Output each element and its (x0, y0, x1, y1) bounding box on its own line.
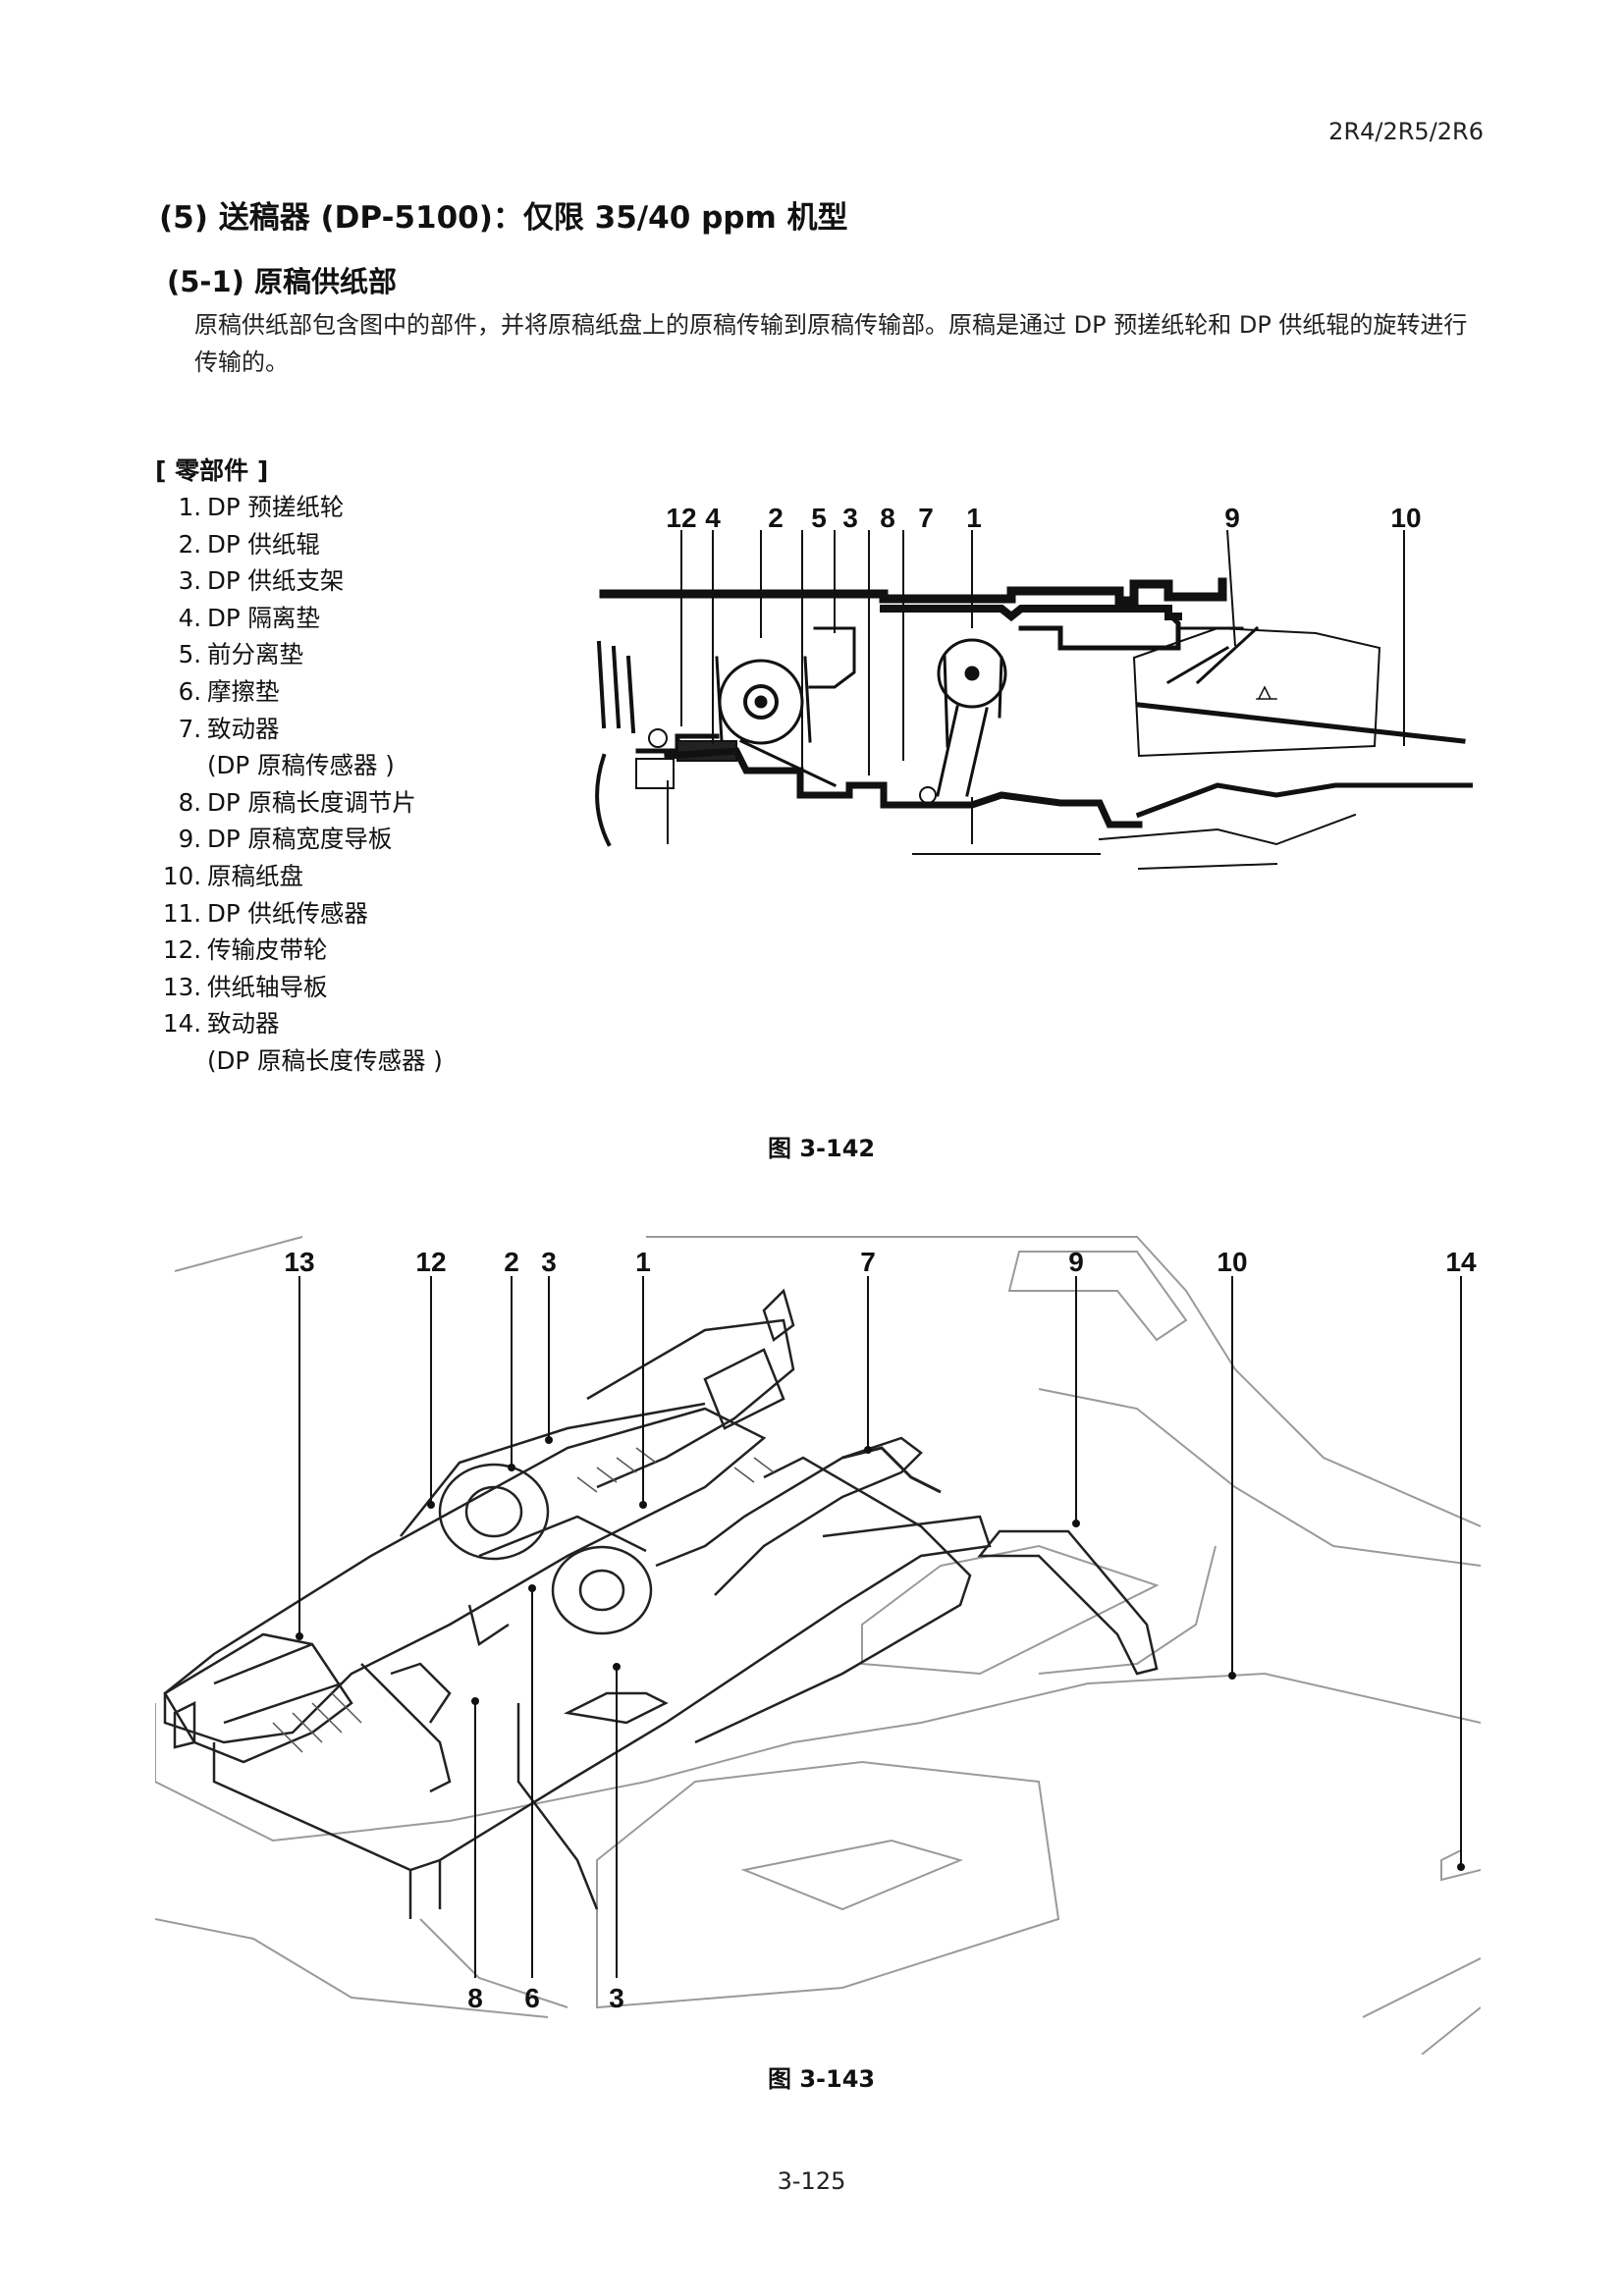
callout-label: 14 (1445, 1247, 1477, 1277)
figure-3-142-caption: 图 3-142 (768, 1135, 876, 1162)
parts-list-item: 3.DP 供纸支架 (147, 562, 560, 600)
part-sublabel: (DP 原稿传感器 ) (207, 751, 395, 780)
callout-label: 9 (1224, 503, 1240, 533)
part-label: DP 供纸支架 (207, 566, 345, 596)
part-number: 8. (178, 787, 201, 817)
page-number: 3-125 (777, 2167, 846, 2195)
part-number: 9. (178, 825, 201, 854)
parts-list-title: [ 零部件 ] (155, 456, 269, 485)
part-number: 6. (178, 676, 201, 706)
part-label: 原稿纸盘 (207, 861, 303, 890)
callout-label: 3 (541, 1247, 557, 1277)
parts-list-item: 10.原稿纸盘 (147, 858, 560, 895)
part-number: 2. (178, 529, 201, 559)
part-label: DP 预搓纸轮 (207, 493, 345, 521)
parts-list-item: 9.DP 原稿宽度导板 (147, 821, 560, 858)
part-number: 5. (178, 640, 201, 669)
parts-list-item: 13.供纸轴导板 (147, 969, 560, 1006)
callout-label: 10 (1217, 1247, 1247, 1277)
parts-list-item: 6.摩擦垫 (147, 673, 560, 711)
parts-list-item: 11.DP 供纸传感器 (147, 895, 560, 933)
callout-label: 10 (1390, 503, 1421, 533)
callout-label: 9 (1068, 1247, 1084, 1277)
callout-label: 4 (705, 503, 721, 533)
callout-label: 3 (842, 503, 858, 533)
part-number: 13. (163, 972, 201, 1001)
header-model-code: 2R4/2R5/2R6 (1328, 118, 1484, 145)
part-number: 11. (163, 898, 201, 928)
callout-label: 8 (467, 1983, 483, 2013)
part-number: 12. (163, 935, 201, 965)
subsection-title: (5-1) 原稿供纸部 (167, 265, 397, 298)
figure-3-143-caption: 图 3-143 (768, 2065, 876, 2093)
callout-label: 12 (666, 503, 696, 533)
part-number: 7. (178, 714, 201, 743)
section-title: (5) 送稿器 (DP-5100)：仅限 35/40 ppm 机型 (159, 200, 848, 236)
part-sublabel: (DP 原稿长度传感器 ) (207, 1045, 443, 1075)
part-label: 致动器 (207, 1009, 280, 1039)
parts-list-item: 4.DP 隔离垫 (147, 600, 560, 637)
part-label: 致动器 (207, 714, 280, 743)
part-number: 14. (163, 1009, 201, 1039)
part-label: 前分离垫 (207, 640, 303, 669)
callout-label: 5 (811, 503, 827, 533)
part-label: DP 原稿长度调节片 (207, 787, 416, 817)
callout-label: 7 (860, 1247, 876, 1277)
callout-label: 7 (918, 503, 934, 533)
part-label: DP 供纸辊 (207, 529, 320, 559)
part-label: DP 原稿宽度导板 (207, 825, 393, 854)
part-number: 3. (178, 566, 201, 596)
part-label: 供纸轴导板 (207, 972, 328, 1001)
callout-label: 8 (880, 503, 895, 533)
part-label: 摩擦垫 (207, 676, 280, 706)
part-number: 4. (178, 603, 201, 632)
parts-list-item: 8.DP 原稿长度调节片 (147, 784, 560, 822)
callout-label: 12 (415, 1247, 446, 1277)
callout-label: 6 (524, 1983, 540, 2013)
parts-list-item: 14.致动器 (147, 1005, 560, 1042)
parts-list-item: 5.前分离垫 (147, 636, 560, 673)
part-label: DP 供纸传感器 (207, 898, 368, 928)
parts-list-item: 12.传输皮带轮 (147, 932, 560, 969)
part-number: 1. (178, 493, 201, 521)
callout-label: 1 (966, 503, 982, 533)
parts-list-item: 1.DP 预搓纸轮 (147, 489, 560, 526)
callout-label: 3 (609, 1983, 624, 2013)
part-label: DP 隔离垫 (207, 603, 320, 632)
figure-3-142-cross-section: 124253871910116 (595, 503, 1473, 871)
parts-list-item: 7.致动器 (147, 711, 560, 748)
callout-label: 1 (635, 1247, 651, 1277)
callout-label: 13 (284, 1247, 314, 1277)
part-label: 传输皮带轮 (207, 935, 328, 965)
part-number: 10. (163, 861, 201, 890)
callout-label: 2 (504, 1247, 519, 1277)
intro-paragraph: 原稿供纸部包含图中的部件，并将原稿纸盘上的原稿传输到原稿传输部。原稿是通过 DP… (194, 311, 1468, 376)
parts-list-item: 2.DP 供纸辊 (147, 526, 560, 563)
callout-label: 2 (768, 503, 784, 533)
